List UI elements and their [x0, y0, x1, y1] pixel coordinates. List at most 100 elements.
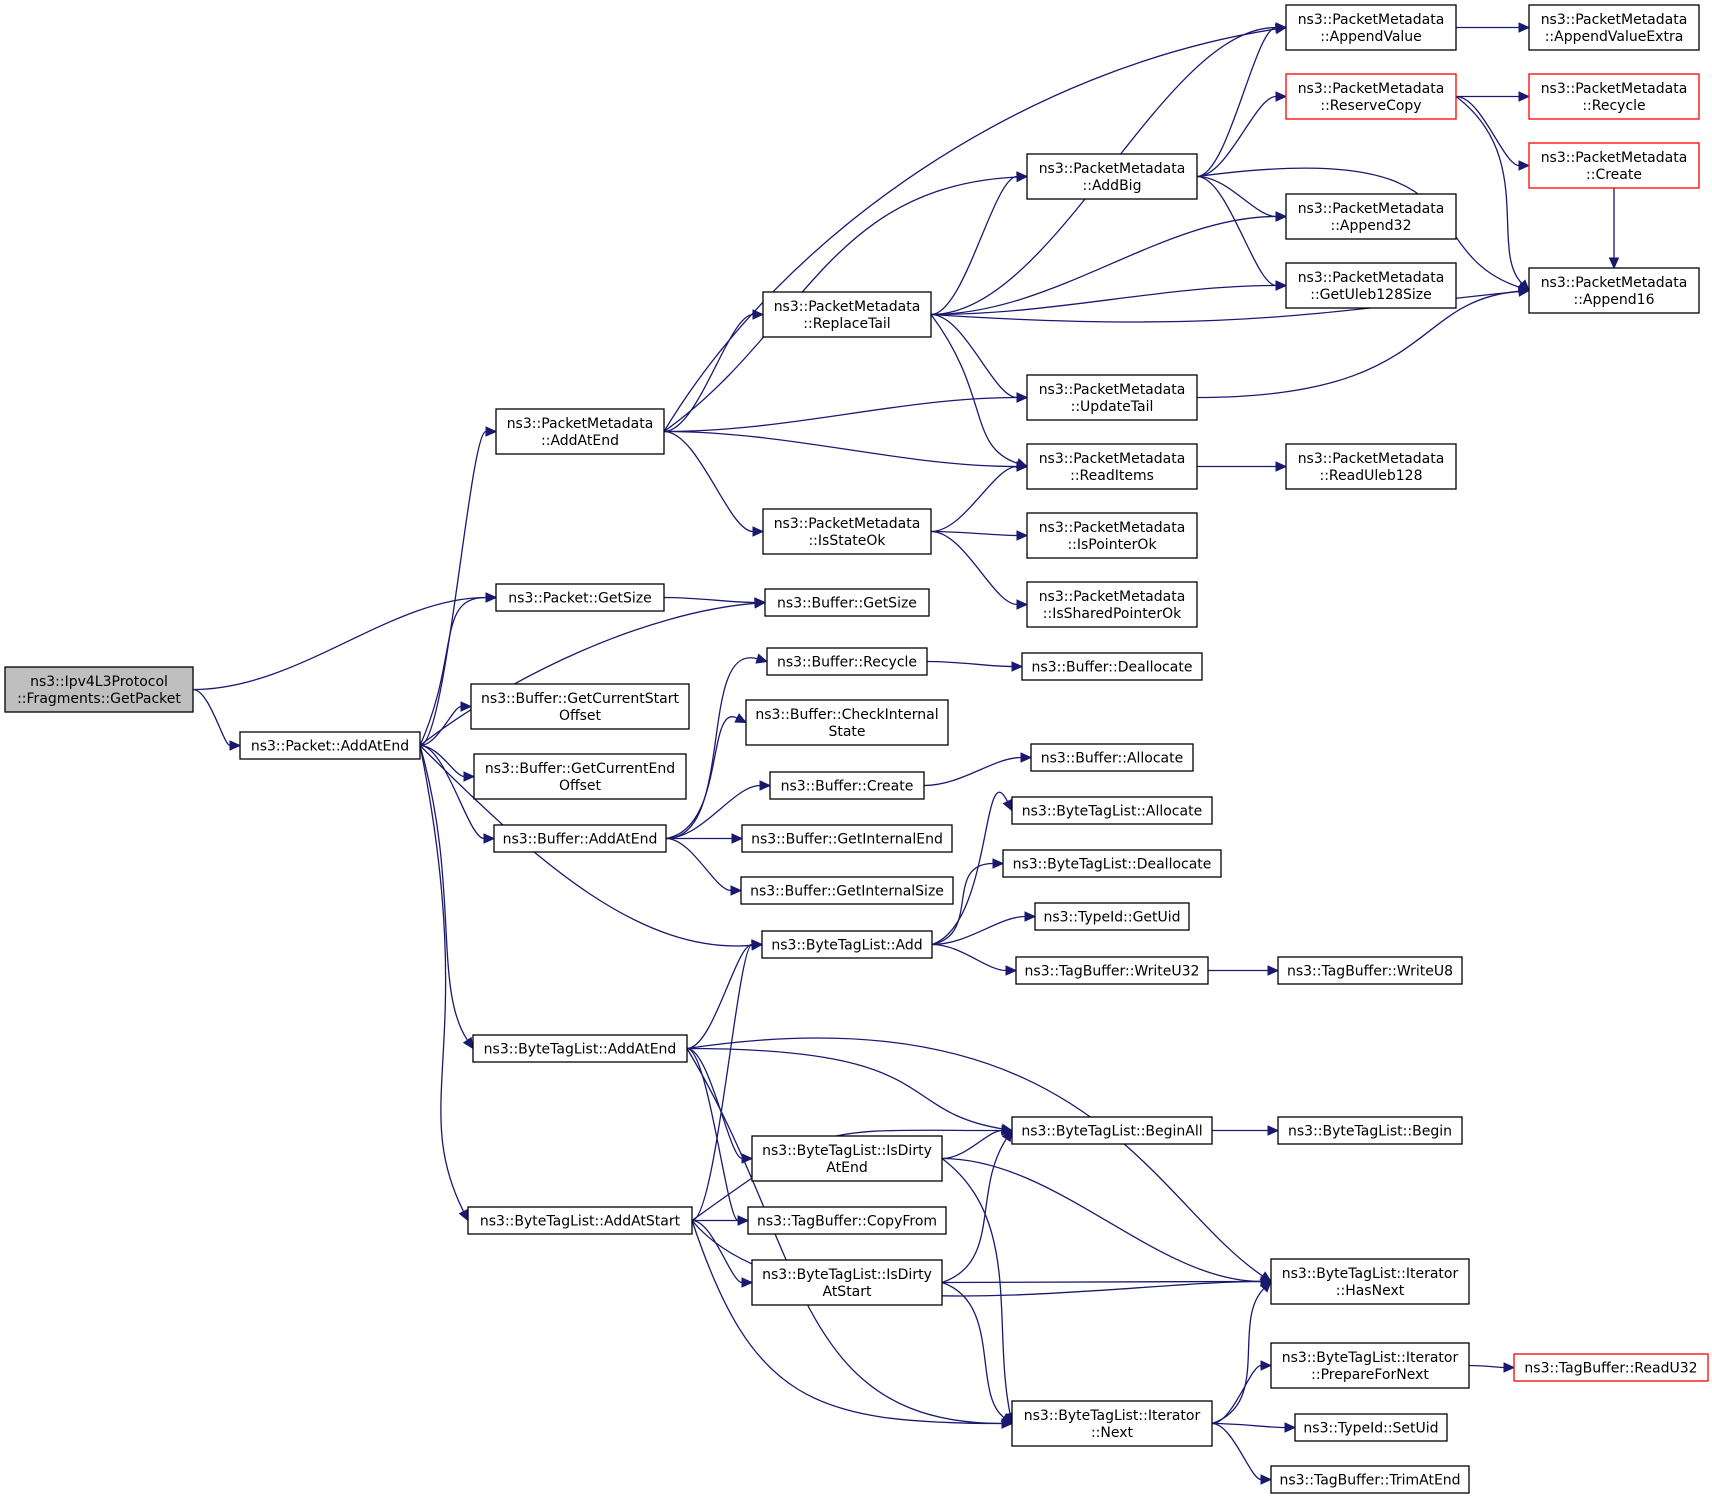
node-buf_getinternalsize[interactable]: ns3::Buffer::GetInternalSize	[740, 876, 954, 905]
node-tb_readu32[interactable]: ns3::TagBuffer::ReadU32	[1513, 1353, 1709, 1382]
node-box	[467, 1206, 693, 1235]
node-box	[1011, 1400, 1213, 1447]
edge-line	[1211, 1422, 1286, 1429]
edge-line	[1211, 1364, 1262, 1425]
edge-pm_addatend-to-pm_isstateok	[663, 430, 765, 537]
node-box	[1026, 512, 1198, 559]
node-buf_getsize[interactable]: ns3::Buffer::GetSize	[764, 588, 930, 617]
edge-line	[419, 602, 756, 747]
edge-pm_addbig-to-pm_reservecopy	[1196, 91, 1288, 178]
edge-line	[663, 396, 1018, 433]
node-btl_addatend[interactable]: ns3::ByteTagList::AddAtEnd	[472, 1034, 688, 1063]
node-box	[1528, 4, 1700, 51]
node-btl_allocate[interactable]: ns3::ByteTagList::Allocate	[1011, 796, 1213, 825]
edge-buf_recycle-to-buf_deallocate	[926, 660, 1024, 672]
arrowhead-icon	[1275, 280, 1288, 291]
edge-line	[192, 688, 231, 747]
node-box	[745, 699, 949, 746]
node-box	[1026, 581, 1198, 628]
node-buf_deallocate[interactable]: ns3::Buffer::Deallocate	[1021, 652, 1203, 681]
node-pm_reservecopy[interactable]: ns3::PacketMetadata::ReserveCopy	[1285, 73, 1457, 120]
arrowhead-icon	[759, 780, 772, 791]
edge-line	[686, 1037, 1264, 1277]
node-pm_create[interactable]: ns3::PacketMetadata::Create	[1528, 142, 1700, 189]
arrowhead-icon	[1259, 1280, 1272, 1293]
node-tb_writeu32[interactable]: ns3::TagBuffer::WriteU32	[1015, 956, 1209, 985]
node-buf_getinternalend[interactable]: ns3::Buffer::GetInternalEnd	[741, 824, 953, 853]
node-btl_it_next[interactable]: ns3::ByteTagList::Iterator::Next	[1011, 1400, 1213, 1447]
node-pkt_addatend[interactable]: ns3::Packet::AddAtEnd	[239, 731, 421, 760]
node-typeid_getuid[interactable]: ns3::TypeId::GetUid	[1034, 902, 1190, 931]
node-tb_copyfrom[interactable]: ns3::TagBuffer::CopyFrom	[747, 1206, 947, 1235]
arrowhead-icon	[1267, 1125, 1280, 1136]
node-label: ns3::Buffer::GetCurrentStart	[481, 691, 679, 707]
node-label: AtStart	[822, 1284, 872, 1300]
node-btl_it_prepare[interactable]: ns3::ByteTagList::Iterator::PrepareForNe…	[1270, 1342, 1470, 1389]
node-pm_recycle[interactable]: ns3::PacketMetadata::Recycle	[1528, 73, 1700, 120]
node-tb_writeu8[interactable]: ns3::TagBuffer::WriteU8	[1277, 956, 1463, 985]
node-pm_issharedpointerok[interactable]: ns3::PacketMetadata::IsSharedPointerOk	[1026, 581, 1198, 628]
node-label: ns3::ByteTagList::AddAtEnd	[484, 1042, 677, 1058]
node-box	[1011, 796, 1213, 825]
node-btl_beginall[interactable]: ns3::ByteTagList::BeginAll	[1011, 1116, 1213, 1145]
arrowhead-icon	[1260, 1474, 1273, 1485]
node-tb_trimatend[interactable]: ns3::TagBuffer::TrimAtEnd	[1270, 1465, 1470, 1494]
node-pm_getuleb128size[interactable]: ns3::PacketMetadata::GetUleb128Size	[1285, 262, 1457, 309]
node-pm_appendvalue[interactable]: ns3::PacketMetadata::AppendValue	[1285, 4, 1457, 51]
node-buf_addatend[interactable]: ns3::Buffer::AddAtEnd	[493, 824, 667, 853]
node-label: ns3::PacketMetadata	[1541, 12, 1688, 28]
node-typeid_setuid[interactable]: ns3::TypeId::SetUid	[1294, 1413, 1448, 1442]
node-label: ns3::ByteTagList::Begin	[1288, 1124, 1452, 1140]
node-label: ns3::PacketMetadata	[1298, 12, 1445, 28]
node-pm_ispointerok[interactable]: ns3::PacketMetadata::IsPointerOk	[1026, 512, 1198, 559]
node-pm_append32[interactable]: ns3::PacketMetadata::Append32	[1285, 193, 1457, 240]
node-label: ns3::TagBuffer::WriteU32	[1025, 964, 1200, 980]
node-root[interactable]: ns3::Ipv4L3Protocol::Fragments::GetPacke…	[4, 666, 194, 713]
node-pm_append16[interactable]: ns3::PacketMetadata::Append16	[1528, 267, 1700, 314]
arrowhead-icon	[1284, 1422, 1297, 1433]
edge-pkt_addatend-to-pkt_getsize	[419, 592, 498, 746]
edge-pm_isstateok-to-pm_ispointerok	[930, 530, 1029, 541]
node-pm_addatend[interactable]: ns3::PacketMetadata::AddAtEnd	[495, 408, 665, 455]
node-label: ns3::PacketMetadata	[1298, 270, 1445, 286]
node-buf_recycle[interactable]: ns3::Buffer::Recycle	[766, 647, 928, 676]
node-box	[1277, 956, 1463, 985]
node-label: ns3::TypeId::GetUid	[1043, 910, 1180, 926]
node-pm_replacetail[interactable]: ns3::PacketMetadata::ReplaceTail	[762, 291, 932, 338]
node-label: ns3::Buffer::GetSize	[777, 596, 917, 612]
node-buf_allocate[interactable]: ns3::Buffer::Allocate	[1030, 743, 1194, 772]
node-btl_addatstart[interactable]: ns3::ByteTagList::AddAtStart	[467, 1206, 693, 1235]
node-label: ns3::PacketMetadata	[1541, 275, 1688, 291]
node-btl_add[interactable]: ns3::ByteTagList::Add	[761, 930, 933, 959]
node-label: ns3::PacketMetadata	[1541, 81, 1688, 97]
edge-buf_addatend-to-buf_recycle	[665, 653, 769, 840]
node-pm_readuleb128[interactable]: ns3::PacketMetadata::ReadUleb128	[1285, 443, 1457, 490]
arrowhead-icon	[463, 771, 476, 782]
node-pm_updatetail[interactable]: ns3::PacketMetadata::UpdateTail	[1026, 374, 1198, 421]
node-box	[741, 824, 953, 853]
edge-line	[192, 596, 487, 691]
node-box	[1528, 267, 1700, 314]
node-label: ::AddAtEnd	[541, 433, 619, 449]
edge-pkt_addatend-to-pm_addatend	[419, 426, 498, 747]
node-pm_isstateok[interactable]: ns3::PacketMetadata::IsStateOk	[762, 508, 932, 555]
edge-line	[930, 175, 1018, 316]
node-pm_addbig[interactable]: ns3::PacketMetadata::AddBig	[1026, 153, 1198, 200]
node-pkt_getsize[interactable]: ns3::Packet::GetSize	[495, 583, 665, 612]
node-pm_appendvalueextra[interactable]: ns3::PacketMetadata::AppendValueExtra	[1528, 4, 1700, 51]
node-btl_deallocate[interactable]: ns3::ByteTagList::Deallocate	[1002, 849, 1222, 878]
node-box	[1270, 1465, 1470, 1494]
edge-line	[1196, 175, 1277, 287]
edge-line	[419, 430, 487, 747]
node-pm_readitems[interactable]: ns3::PacketMetadata::ReadItems	[1026, 443, 1198, 490]
edge-line	[941, 1157, 1262, 1283]
node-label: ns3::PacketMetadata	[774, 299, 921, 315]
node-btl_it_hasnext[interactable]: ns3::ByteTagList::Iterator::HasNext	[1270, 1258, 1470, 1305]
node-buf_create[interactable]: ns3::Buffer::Create	[769, 771, 925, 800]
node-btl_begin[interactable]: ns3::ByteTagList::Begin	[1277, 1116, 1463, 1145]
